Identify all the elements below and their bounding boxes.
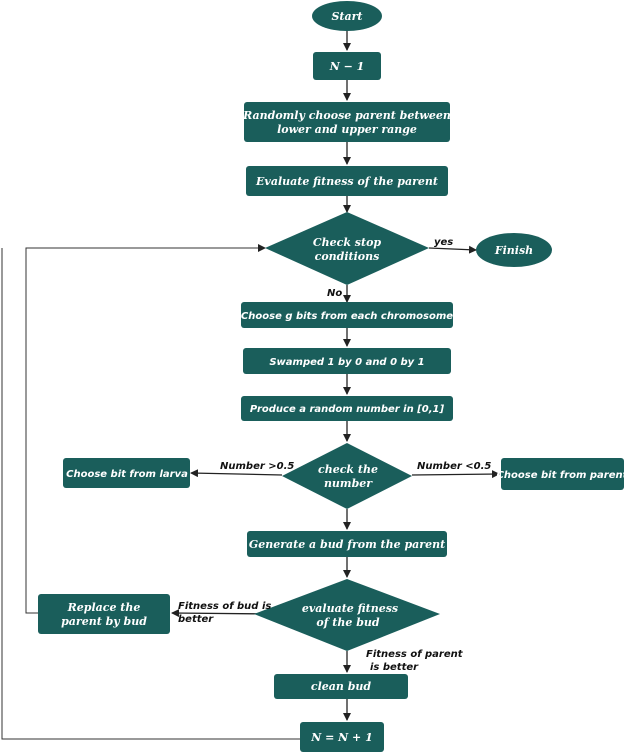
evaluate-fitness-label-line1: evaluate fitness [302, 602, 398, 615]
generate-bud-label: Generate a bud from the parent [249, 538, 445, 551]
swap-node: Swamped 1 by 0 and 0 by 1 [243, 348, 451, 374]
random-number-node: Produce a random number in [0,1] [241, 396, 453, 421]
check-stop-label-line1: Check stop [313, 236, 382, 249]
evaluate-fitness-label-line2: of the bud [316, 616, 379, 629]
from-parent-node: Choose bit from parent [497, 458, 629, 490]
init-label: N − 1 [329, 60, 365, 73]
increment-node: N = N + 1 [300, 722, 384, 752]
choose-bits-label: Choose g bits from each chromosome [241, 311, 453, 322]
replace-label-line2: parent by bud [61, 615, 147, 628]
check-number-node: check the number [282, 443, 412, 509]
check-stop-label-line2: conditions [315, 250, 380, 263]
from-larva-label: Choose bit from larva [66, 469, 188, 480]
init-node: N − 1 [313, 52, 381, 80]
evaluate-label: Evaluate fitness of the parent [255, 175, 438, 188]
clean-node: clean bud [274, 674, 408, 699]
connectors [1, 31, 500, 740]
check-number-label-line1: check the [318, 463, 378, 476]
replace-node: Replace the parent by bud [38, 594, 170, 634]
random-parent-node: Randomly choose parent between lower and… [242, 102, 451, 142]
edge-label-parent-better-line1: Fitness of parent [366, 649, 464, 660]
edge-label-bud-better-line1: Fitness of bud is [178, 601, 271, 612]
check-number-label-line2: number [324, 477, 373, 490]
check-stop-node: Check stop conditions [265, 212, 429, 285]
from-parent-label: Choose bit from parent [497, 470, 629, 481]
edge-labels: yes No Number >0.5 Number <0.5 Fitness o… [178, 237, 491, 673]
evaluate-node: Evaluate fitness of the parent [246, 166, 448, 196]
replace-label-line1: Replace the [67, 601, 141, 614]
swap-label: Swamped 1 by 0 and 0 by 1 [269, 357, 424, 368]
edge-label-lt: Number <0.5 [417, 461, 491, 472]
random-parent-label-line2: lower and upper range [277, 123, 417, 136]
generate-bud-node: Generate a bud from the parent [247, 531, 447, 557]
random-parent-label-line1: Randomly choose parent between [242, 109, 451, 122]
random-number-label: Produce a random number in [0,1] [250, 404, 445, 415]
choose-bits-node: Choose g bits from each chromosome [241, 302, 453, 328]
evaluate-fitness-node: evaluate fitness of the bud [254, 579, 440, 651]
edge-label-gt: Number >0.5 [220, 461, 294, 472]
edge-label-parent-better-line2: is better [370, 662, 419, 673]
edge-label-bud-better-line2: better [178, 614, 214, 625]
edge-label-no: No [327, 288, 342, 299]
finish-label: Finish [494, 244, 533, 257]
start-node: Start [312, 1, 382, 31]
finish-node: Finish [476, 233, 552, 267]
clean-label: clean bud [311, 680, 372, 693]
edge-label-yes: yes [434, 237, 453, 248]
start-label: Start [331, 10, 362, 23]
increment-label: N = N + 1 [310, 731, 373, 744]
from-larva-node: Choose bit from larva [63, 458, 190, 488]
